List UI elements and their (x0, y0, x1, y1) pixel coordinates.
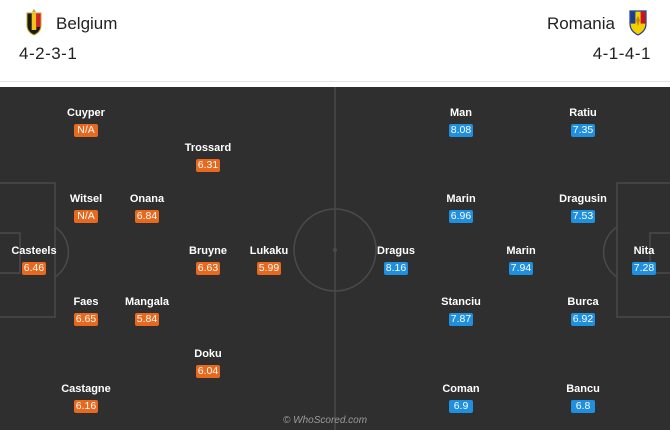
away-player-striker[interactable]: Dragus 8.16 (361, 245, 431, 276)
player-name: Witsel (69, 193, 103, 205)
player-rating: 6.96 (448, 210, 474, 223)
player-name: Burca (567, 296, 599, 308)
player-rating: 5.84 (134, 313, 160, 326)
player-name: Bruyne (189, 245, 227, 257)
away-player-centre-mid-1[interactable]: Marin 6.96 (426, 193, 496, 224)
player-rating: 6.31 (195, 159, 221, 172)
match-header: Belgium 4-2-3-1 Romania 4-1-4-1 (0, 0, 670, 82)
whoscored-watermark: © WhoScored.com (283, 415, 368, 426)
away-team-name[interactable]: Romania (546, 14, 615, 33)
player-rating: 7.35 (570, 124, 596, 137)
player-rating: 7.53 (570, 210, 596, 223)
player-rating: 6.63 (195, 262, 221, 275)
player-name: Onana (129, 193, 165, 205)
away-player-goalkeeper[interactable]: Nita 7.28 (609, 245, 670, 276)
home-player-midfielder-2[interactable]: Mangala 5.84 (112, 296, 182, 327)
player-rating: 6.65 (73, 313, 99, 326)
player-rating: 6.46 (21, 262, 47, 275)
home-player-centre-back-1[interactable]: Witsel N/A (51, 193, 121, 224)
player-rating: 6.8 (571, 400, 595, 413)
player-name: Coman (442, 383, 480, 395)
away-player-centre-back-1[interactable]: Dragusin 7.53 (548, 193, 618, 224)
pitch: Casteels 6.46 Cuyper N/A Witsel N/A Faes… (0, 87, 670, 430)
away-player-defensive-mid[interactable]: Marin 7.94 (486, 245, 556, 276)
away-player-right-back[interactable]: Ratiu 7.35 (548, 107, 618, 138)
home-player-left-wing[interactable]: Doku 6.04 (173, 348, 243, 379)
player-rating: 8.08 (448, 124, 474, 137)
player-name: Mangala (124, 296, 169, 308)
away-player-left-back[interactable]: Bancu 6.8 (548, 383, 618, 414)
away-player-right-wing[interactable]: Man 8.08 (426, 107, 496, 138)
player-rating: 6.9 (449, 400, 473, 413)
player-name: Doku (194, 348, 222, 360)
player-name: Man (450, 107, 472, 119)
home-player-attacking-mid[interactable]: Bruyne 6.63 (173, 245, 243, 276)
player-name: Lukaku (249, 245, 289, 257)
home-player-striker[interactable]: Lukaku 5.99 (234, 245, 304, 276)
home-player-right-wing[interactable]: Trossard 6.31 (173, 142, 243, 173)
player-rating: N/A (74, 124, 98, 137)
home-team-name[interactable]: Belgium (56, 14, 118, 33)
player-name: Nita (633, 245, 655, 257)
player-rating: N/A (74, 210, 98, 223)
player-name: Faes (73, 296, 99, 308)
player-rating: 7.28 (631, 262, 657, 275)
player-rating: 6.16 (73, 400, 99, 413)
player-name: Castagne (61, 383, 111, 395)
player-name: Marin (446, 193, 476, 205)
player-name: Cuyper (67, 107, 105, 119)
player-name: Bancu (566, 383, 600, 395)
player-name: Dragusin (559, 193, 607, 205)
romania-crest-icon (629, 10, 647, 36)
player-name: Casteels (11, 245, 57, 257)
player-rating: 6.84 (134, 210, 160, 223)
home-player-centre-back-2[interactable]: Faes 6.65 (51, 296, 121, 327)
away-formation: 4-1-4-1 (592, 44, 651, 63)
pitch-markings (0, 87, 670, 430)
home-player-midfielder-1[interactable]: Onana 6.84 (112, 193, 182, 224)
home-formation: 4-2-3-1 (19, 44, 78, 63)
belgium-crest-icon (26, 9, 42, 36)
player-rating: 6.04 (195, 365, 221, 378)
player-name: Ratiu (569, 107, 597, 119)
home-player-goalkeeper[interactable]: Casteels 6.46 (0, 245, 69, 276)
player-name: Dragus (377, 245, 415, 257)
away-player-centre-back-2[interactable]: Burca 6.92 (548, 296, 618, 327)
player-name: Trossard (184, 142, 232, 154)
away-player-left-wing[interactable]: Coman 6.9 (426, 383, 496, 414)
player-name: Stanciu (441, 296, 481, 308)
away-player-centre-mid-2[interactable]: Stanciu 7.87 (426, 296, 496, 327)
player-rating: 5.99 (256, 262, 282, 275)
player-rating: 7.94 (508, 262, 534, 275)
home-player-left-back[interactable]: Castagne 6.16 (51, 383, 121, 414)
home-player-right-back[interactable]: Cuyper N/A (51, 107, 121, 138)
player-rating: 6.92 (570, 313, 596, 326)
player-name: Marin (506, 245, 536, 257)
player-rating: 7.87 (448, 313, 474, 326)
player-rating: 8.16 (383, 262, 409, 275)
